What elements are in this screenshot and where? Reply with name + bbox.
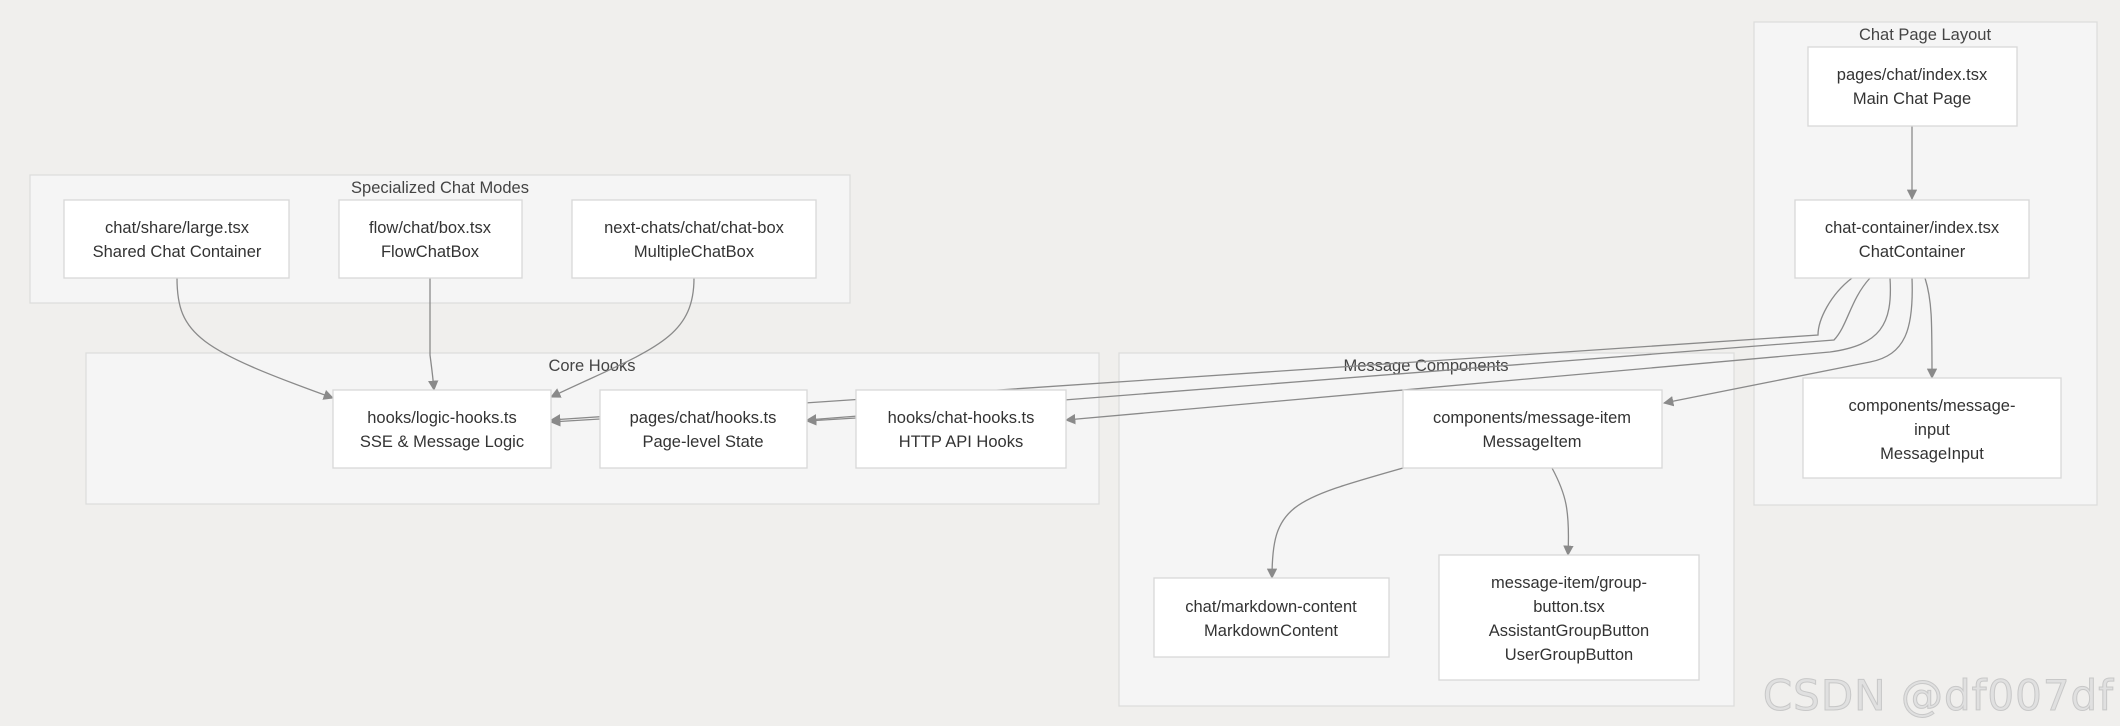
cluster-label-hooks: Core Hooks	[548, 357, 635, 375]
node-message-item-line1: components/message-item	[1433, 409, 1631, 427]
node-chat-container: chat-container/index.tsx ChatContainer	[1794, 199, 2030, 279]
cluster-label-modes: Specialized Chat Modes	[351, 179, 529, 197]
node-page-hooks-line1: pages/chat/hooks.ts	[630, 409, 777, 427]
edge-container-to-logic-hooks	[549, 277, 1853, 425]
node-flow-chat-box-line1: flow/chat/box.tsx	[369, 219, 492, 237]
node-chat-page-line1: pages/chat/index.tsx	[1837, 66, 1988, 84]
node-message-input-line1: components/message-	[1849, 397, 2016, 415]
node-shared-chat-line1: chat/share/large.tsx	[105, 219, 250, 237]
node-group-button-line2: button.tsx	[1533, 598, 1605, 616]
node-chat-hooks-line2: HTTP API Hooks	[899, 433, 1023, 451]
watermark-text: CSDN @df007df	[1762, 671, 2114, 721]
node-flow-chat-box-line2: FlowChatBox	[381, 243, 480, 261]
node-multiple-chat-box-line2: MultipleChatBox	[634, 243, 755, 261]
node-shared-chat: chat/share/large.tsx Shared Chat Contain…	[63, 199, 290, 279]
edge-message-item-to-markdown	[1266, 467, 1404, 580]
node-group-button: message-item/group- button.tsx Assistant…	[1438, 554, 1700, 681]
edge-pagehooks-to-logichooks	[549, 416, 601, 427]
node-group-button-line3: AssistantGroupButton	[1489, 622, 1650, 640]
edge-container-to-chat-hooks	[1064, 277, 1892, 425]
node-markdown-content-line1: chat/markdown-content	[1185, 598, 1357, 616]
node-message-input-line2: input	[1914, 421, 1950, 439]
edge-shared-to-logic-hooks	[176, 277, 334, 400]
edge-container-to-message-item	[1662, 277, 1913, 407]
node-chat-hooks-line1: hooks/chat-hooks.ts	[888, 409, 1035, 427]
node-multiple-chat-box: next-chats/chat/chat-box MultipleChatBox	[571, 199, 817, 279]
node-multiple-chat-box-line1: next-chats/chat/chat-box	[604, 219, 785, 237]
node-chat-page-line2: Main Chat Page	[1853, 90, 1971, 108]
edge-flow-to-logic-hooks	[428, 278, 439, 392]
node-message-input: components/message- input MessageInput	[1802, 377, 2062, 479]
node-markdown-content-line2: MarkdownContent	[1204, 622, 1338, 640]
node-chat-container-line2: ChatContainer	[1859, 243, 1966, 261]
edge-container-to-input	[1924, 277, 1938, 380]
node-message-item: components/message-item MessageItem	[1402, 389, 1663, 469]
node-page-hooks: pages/chat/hooks.ts Page-level State	[599, 389, 808, 469]
node-chat-page: pages/chat/index.tsx Main Chat Page	[1807, 46, 2018, 127]
node-logic-hooks: hooks/logic-hooks.ts SSE & Message Logic	[332, 389, 552, 469]
edge-multi-to-logic-hooks	[550, 277, 695, 398]
edge-container-to-page-hooks	[805, 277, 1871, 425]
node-group-button-line1: message-item/group-	[1491, 574, 1647, 592]
node-shared-chat-line2: Shared Chat Container	[93, 243, 262, 261]
node-chat-hooks: hooks/chat-hooks.ts HTTP API Hooks	[855, 389, 1067, 469]
cluster-label-layout: Chat Page Layout	[1859, 26, 1992, 44]
node-message-input-line3: MessageInput	[1880, 445, 1984, 463]
node-group-button-line4: UserGroupButton	[1505, 646, 1633, 664]
edge-chathooks-to-pagehooks	[805, 415, 857, 426]
node-logic-hooks-line2: SSE & Message Logic	[360, 433, 524, 451]
cluster-label-message: Message Components	[1343, 357, 1508, 375]
node-message-item-line2: MessageItem	[1482, 433, 1581, 451]
node-chat-container-line1: chat-container/index.tsx	[1825, 219, 2000, 237]
edge-message-item-to-group-button	[1551, 467, 1574, 557]
node-page-hooks-line2: Page-level State	[642, 433, 763, 451]
node-flow-chat-box: flow/chat/box.tsx FlowChatBox	[338, 199, 523, 279]
node-markdown-content: chat/markdown-content MarkdownContent	[1153, 577, 1390, 658]
node-logic-hooks-line1: hooks/logic-hooks.ts	[367, 409, 517, 427]
